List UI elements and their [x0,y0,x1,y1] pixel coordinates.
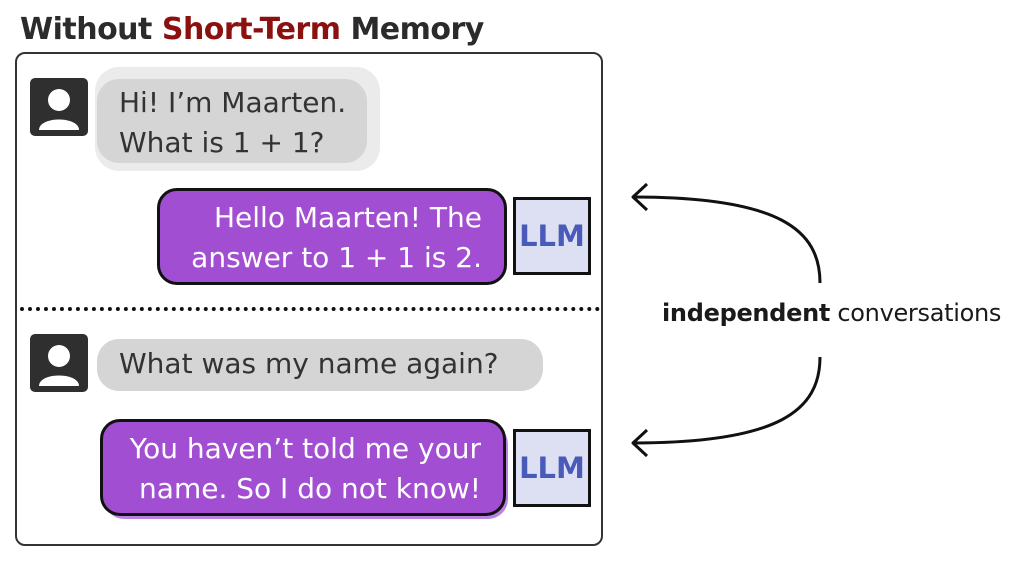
user-message-bubble: Hi! I’m Maarten. What is 1 + 1? [97,79,367,163]
diagram-title: Without Short-Term Memory [20,12,484,47]
llm-badge: LLM [513,429,591,507]
llm-response-bubble: You haven’t told me your name. So I do n… [100,419,506,516]
user-message-bubble: What was my name again? [97,339,543,391]
arrow-up-head-icon [631,182,649,212]
user-message-line: Hi! I’m Maarten. [119,86,347,119]
independent-conversations-label: independent conversations [662,299,1001,327]
user-message-line: What was my name again? [119,347,499,380]
llm-response-bubble: Hello Maarten! The answer to 1 + 1 is 2. [157,188,507,285]
llm-message-line: You haven’t told me your [129,432,481,465]
label-bold: independent [662,299,831,327]
user-message-line: What is 1 + 1? [119,126,325,159]
llm-message-line: answer to 1 + 1 is 2. [191,241,482,274]
title-highlight: Short-Term [161,12,341,47]
title-prefix: Without [20,12,152,47]
title-suffix: Memory [350,12,484,47]
arrow-down-head-icon [631,428,649,458]
arrow-down-curve [632,356,822,445]
user-avatar-icon [30,78,88,136]
conversation-divider [20,307,600,311]
arrow-up-curve [632,195,822,284]
label-normal: conversations [837,299,1002,327]
user-avatar-icon [30,334,88,392]
llm-badge: LLM [513,197,591,275]
llm-message-line: name. So I do not know! [139,472,481,505]
chat-panel [15,52,603,546]
llm-message-line: Hello Maarten! The [213,201,482,234]
